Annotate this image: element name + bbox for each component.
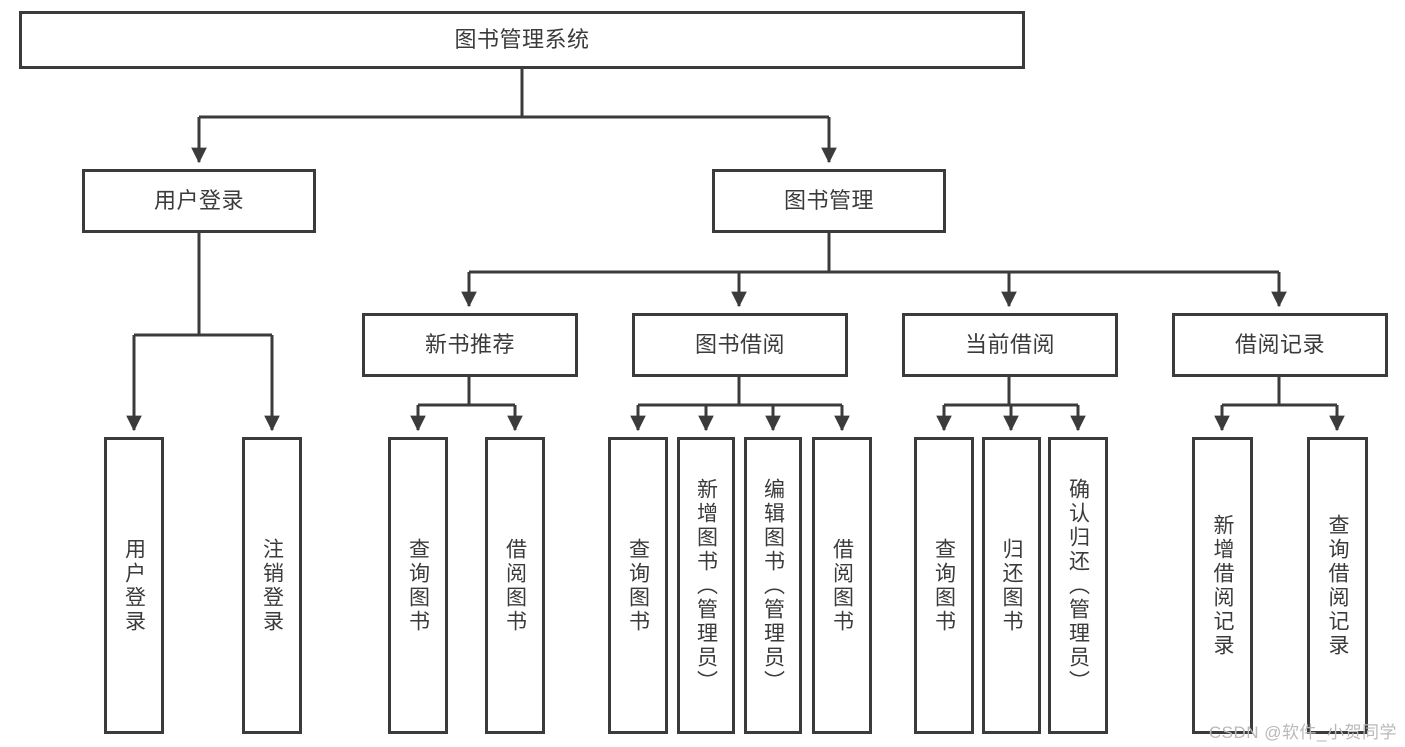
node-leaf-current-borrow-query[interactable]: 查询图书: [914, 437, 974, 734]
node-leaf-user-login-logout[interactable]: 注销登录: [242, 437, 302, 734]
node-leaf-new-book-query[interactable]: 查询图书: [388, 437, 448, 734]
node-label: 新增图书（管理员）: [694, 477, 718, 694]
node-label: 查询借阅记录: [1326, 513, 1349, 658]
node-label: 借阅图书: [830, 537, 854, 634]
node-label: 编辑图书（管理员）: [761, 477, 785, 694]
node-label: 用户登录: [122, 537, 146, 634]
node-label: 图书管理系统: [454, 27, 590, 53]
node-leaf-borrow-record-query[interactable]: 查询借阅记录: [1307, 437, 1368, 734]
node-label: 查询图书: [932, 537, 956, 634]
node-leaf-book-borrow-query[interactable]: 查询图书: [608, 437, 668, 734]
node-label: 归还图书: [1000, 537, 1023, 634]
node-label: 确认归还（管理员）: [1066, 477, 1090, 694]
watermark-text: CSDN @软件_小贺同学: [1208, 723, 1397, 742]
node-label: 新增借阅记录: [1211, 513, 1234, 658]
node-label: 查询图书: [406, 537, 430, 634]
node-current-borrow[interactable]: 当前借阅: [902, 313, 1118, 377]
node-leaf-current-borrow-confirm-return[interactable]: 确认归还（管理员）: [1048, 437, 1108, 734]
node-label: 图书管理: [783, 188, 874, 214]
node-label: 查询图书: [626, 537, 650, 634]
node-label: 用户登录: [153, 188, 244, 214]
node-book-management[interactable]: 图书管理: [712, 169, 946, 233]
node-borrow-record[interactable]: 借阅记录: [1172, 313, 1388, 377]
node-leaf-current-borrow-return[interactable]: 归还图书: [982, 437, 1041, 734]
node-leaf-borrow-record-add[interactable]: 新增借阅记录: [1192, 437, 1253, 734]
node-label: 借阅图书: [503, 537, 527, 634]
node-label: 新书推荐: [424, 332, 515, 358]
node-label: 图书借阅: [694, 332, 785, 358]
node-leaf-user-login-login[interactable]: 用户登录: [104, 437, 164, 734]
node-label: 注销登录: [260, 537, 284, 634]
node-leaf-new-book-borrow[interactable]: 借阅图书: [485, 437, 545, 734]
node-leaf-book-borrow-borrow[interactable]: 借阅图书: [812, 437, 872, 734]
node-user-login[interactable]: 用户登录: [82, 169, 316, 233]
node-label: 当前借阅: [964, 332, 1055, 358]
node-label: 借阅记录: [1234, 332, 1325, 358]
node-new-book-recommend[interactable]: 新书推荐: [362, 313, 578, 377]
node-root-book-management-system[interactable]: 图书管理系统: [19, 11, 1025, 69]
node-leaf-book-borrow-add[interactable]: 新增图书（管理员）: [677, 437, 735, 734]
node-leaf-book-borrow-edit[interactable]: 编辑图书（管理员）: [744, 437, 802, 734]
node-book-borrow[interactable]: 图书借阅: [632, 313, 848, 377]
